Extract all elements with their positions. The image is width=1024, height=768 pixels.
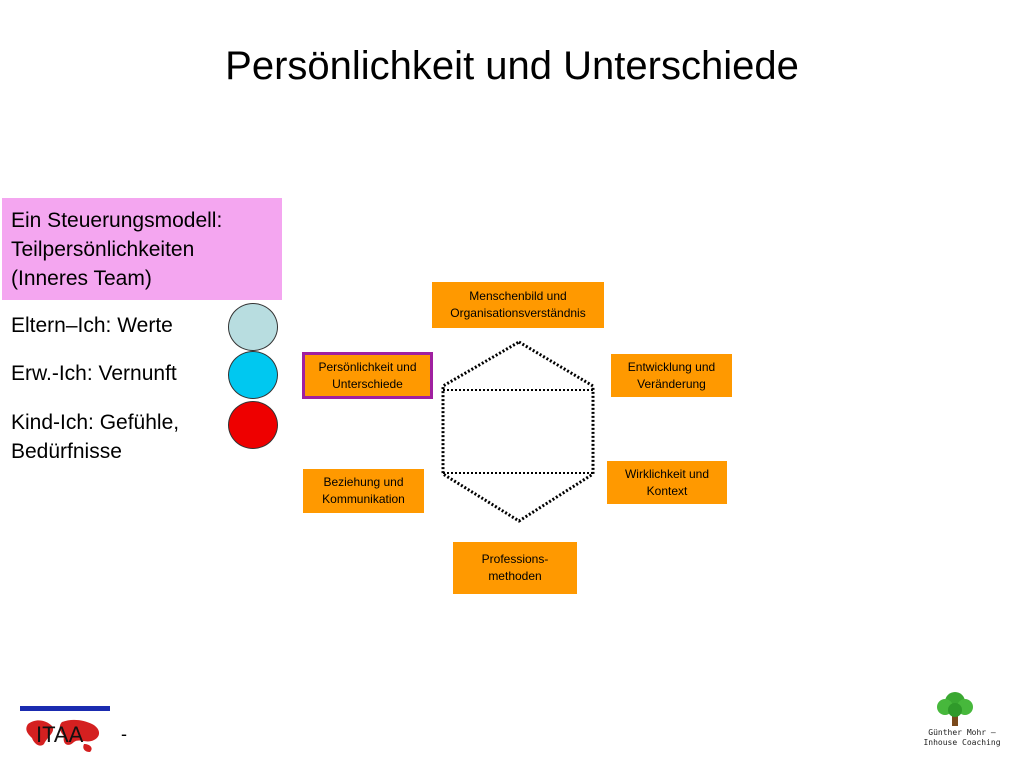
logo-caption-line: Günther Mohr –	[928, 728, 996, 737]
topic-line: Beziehung und	[323, 475, 404, 489]
kind-ich-label: Kind-Ich: Gefühle,	[11, 411, 180, 434]
itaa-logo-text: ITAA	[36, 722, 84, 747]
eltern-ich-label: Eltern–Ich: Werte	[11, 314, 173, 337]
logo-bar	[20, 706, 110, 711]
topic-line: Unterschiede	[332, 376, 403, 391]
topic-line: Kommunikation	[322, 492, 405, 506]
steuerungsmodell-box: Ein Steuerungsmodell: Teilpersönlichkeit…	[2, 198, 282, 300]
eltern-ich-circle	[228, 303, 278, 351]
topic-professionsmethoden: Professions- methoden	[453, 542, 577, 594]
topic-line: methoden	[488, 569, 542, 583]
topic-entwicklung: Entwicklung und Veränderung	[611, 354, 732, 397]
topic-wirklichkeit: Wirklichkeit und Kontext	[607, 461, 727, 504]
model-box-line: Ein Steuerungsmodell:	[11, 209, 223, 232]
topic-menschenbild: Menschenbild und Organisationsverständni…	[432, 282, 604, 328]
logo-caption: Günther Mohr – Inhouse Coaching	[912, 728, 1012, 748]
topic-persoenlichkeit: Persönlichkeit und Unterschiede	[302, 352, 433, 399]
itaa-logo: ITAA -	[18, 704, 127, 760]
kind-ich-circle	[228, 401, 278, 449]
model-box-line: (Inneres Team)	[11, 267, 152, 290]
logo-dash: -	[121, 724, 127, 744]
topic-line: Kontext	[646, 483, 688, 498]
topic-line: Wirklichkeit und	[624, 466, 710, 481]
topic-line: Organisationsverständnis	[450, 306, 586, 320]
kind-ich-label-cont: Bedürfnisse	[11, 440, 122, 463]
topic-line: Veränderung	[637, 376, 706, 391]
topic-line: Professions-	[481, 552, 549, 566]
topic-beziehung: Beziehung und Kommunikation	[303, 469, 424, 513]
topic-line: Entwicklung und	[627, 359, 716, 374]
topic-line: Menschenbild und	[469, 289, 567, 303]
erwachsenen-ich-label: Erw.-Ich: Vernunft	[11, 362, 177, 385]
erwachsenen-ich-circle	[228, 351, 278, 399]
tree-icon	[937, 692, 973, 726]
world-map-icon	[26, 719, 100, 752]
mohr-coaching-logo: Günther Mohr – Inhouse Coaching	[912, 690, 1016, 760]
hexagon-outline	[441, 340, 595, 523]
logo-caption-line: Inhouse Coaching	[923, 738, 1001, 747]
model-box-line: Teilpersönlichkeiten	[11, 238, 195, 261]
topic-line: Persönlichkeit und	[318, 359, 417, 374]
slide-title: Persönlichkeit und Unterschiede	[225, 44, 799, 88]
